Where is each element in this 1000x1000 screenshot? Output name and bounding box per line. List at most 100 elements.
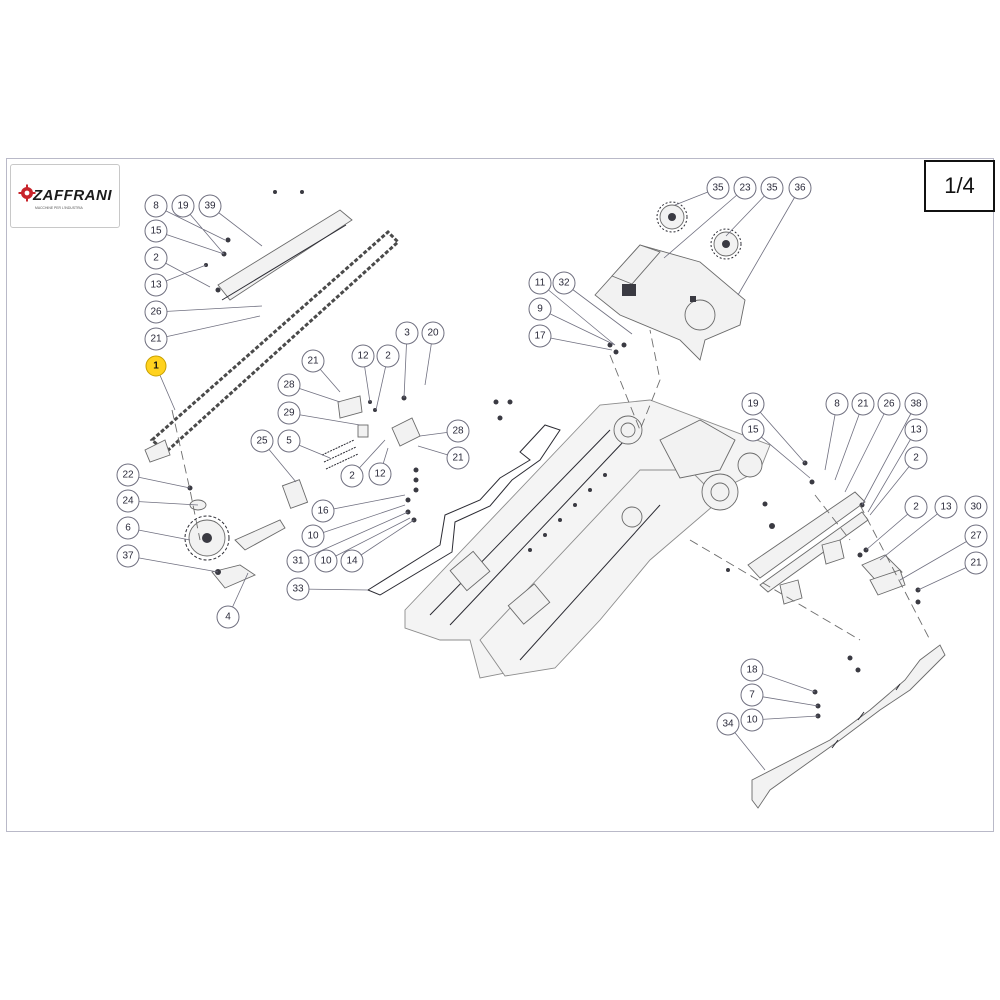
svg-text:32: 32 [558,278,570,289]
callout-13: 13 [144,273,168,297]
svg-text:2: 2 [153,253,159,264]
drive-sprocket [184,515,230,561]
svg-text:1: 1 [153,361,159,372]
svg-text:17: 17 [534,331,546,342]
svg-text:10: 10 [746,715,758,726]
gear-logo-icon [18,184,36,202]
brand-name: ZAFFRANI [33,187,112,204]
svg-text:21: 21 [150,334,162,345]
fasteners [187,190,921,719]
svg-text:10: 10 [307,531,319,542]
svg-text:12: 12 [357,351,369,362]
svg-text:8: 8 [153,201,159,212]
callout-29: 29 [277,401,301,425]
callout-37: 37 [116,544,140,568]
assembly-lines [171,329,931,641]
main-frame [404,399,771,679]
svg-text:3: 3 [404,328,410,339]
svg-text:22: 22 [122,470,134,481]
svg-text:38: 38 [910,399,922,410]
svg-text:26: 26 [883,399,895,410]
svg-text:19: 19 [177,201,189,212]
callout-2: 2 [904,446,928,470]
callout-34: 34 [716,712,740,736]
svg-text:26: 26 [150,307,162,318]
callout-2: 2 [376,344,400,368]
callout-21: 21 [851,392,875,416]
callout-20: 20 [421,321,445,345]
callout-23: 23 [733,176,757,200]
callout-22: 22 [116,463,140,487]
callout-26: 26 [144,300,168,324]
callout-32: 32 [552,271,576,295]
callout-24: 24 [116,489,140,513]
svg-text:27: 27 [970,531,982,542]
callout-31: 31 [286,549,310,573]
motor-mount-bracket [594,201,746,361]
svg-text:37: 37 [122,551,134,562]
svg-text:8: 8 [834,399,840,410]
svg-text:20: 20 [427,328,439,339]
callout-38: 38 [904,392,928,416]
page-indicator: 1/4 [924,160,995,212]
callout-15: 15 [741,418,765,442]
callout-16: 16 [311,499,335,523]
callout-18: 18 [740,658,764,682]
svg-text:11: 11 [535,278,546,289]
drawing-sheet [6,158,994,832]
callout-8: 8 [144,194,168,218]
callout-13: 13 [934,495,958,519]
svg-text:15: 15 [150,226,162,237]
callout-2: 2 [144,246,168,270]
svg-text:14: 14 [346,556,358,567]
callout-4: 4 [216,605,240,629]
brand-tagline: MACCHINE PER L'INDUSTRIA [35,206,83,210]
svg-text:21: 21 [307,356,319,367]
callout-1-highlighted[interactable]: 1 [145,355,167,377]
svg-text:33: 33 [292,584,304,595]
svg-text:39: 39 [204,201,216,212]
svg-text:13: 13 [940,502,952,513]
callout-15: 15 [144,219,168,243]
callout-13: 13 [904,418,928,442]
callout-30: 30 [964,495,988,519]
svg-text:18: 18 [746,665,758,676]
svg-text:16: 16 [317,506,329,517]
callout-8: 8 [825,392,849,416]
svg-text:13: 13 [150,280,162,291]
svg-text:35: 35 [712,183,724,194]
svg-text:36: 36 [794,183,806,194]
leader-lines [127,187,977,771]
callout-12: 12 [368,462,392,486]
callout-11: 11 [528,271,552,295]
callout-5: 5 [277,429,301,453]
svg-text:2: 2 [913,453,919,464]
svg-text:29: 29 [283,408,295,419]
side-plate-outline [366,424,561,596]
callout-25: 25 [250,429,274,453]
sprocket-upper [656,201,688,233]
callout-28: 28 [446,419,470,443]
sprocket-lower [710,228,742,260]
svg-text:24: 24 [122,496,134,507]
svg-text:34: 34 [722,719,734,730]
svg-text:13: 13 [910,425,922,436]
svg-text:23: 23 [739,183,751,194]
svg-text:6: 6 [125,523,131,534]
callout-10: 10 [314,549,338,573]
svg-text:30: 30 [970,502,982,513]
callout-21: 21 [301,349,325,373]
callout-26: 26 [877,392,901,416]
svg-text:12: 12 [374,469,386,480]
callout-markers: 8 19 39 15 2 13 26 21 1 22 24 6 37 4 21 … [116,176,988,736]
callout-10: 10 [301,524,325,548]
svg-text:25: 25 [256,436,268,447]
svg-text:2: 2 [385,351,391,362]
callout-39: 39 [198,194,222,218]
svg-text:2: 2 [349,471,355,482]
svg-text:9: 9 [537,304,543,315]
svg-text:4: 4 [225,612,231,623]
svg-text:10: 10 [320,556,332,567]
skid-plate [751,644,946,809]
